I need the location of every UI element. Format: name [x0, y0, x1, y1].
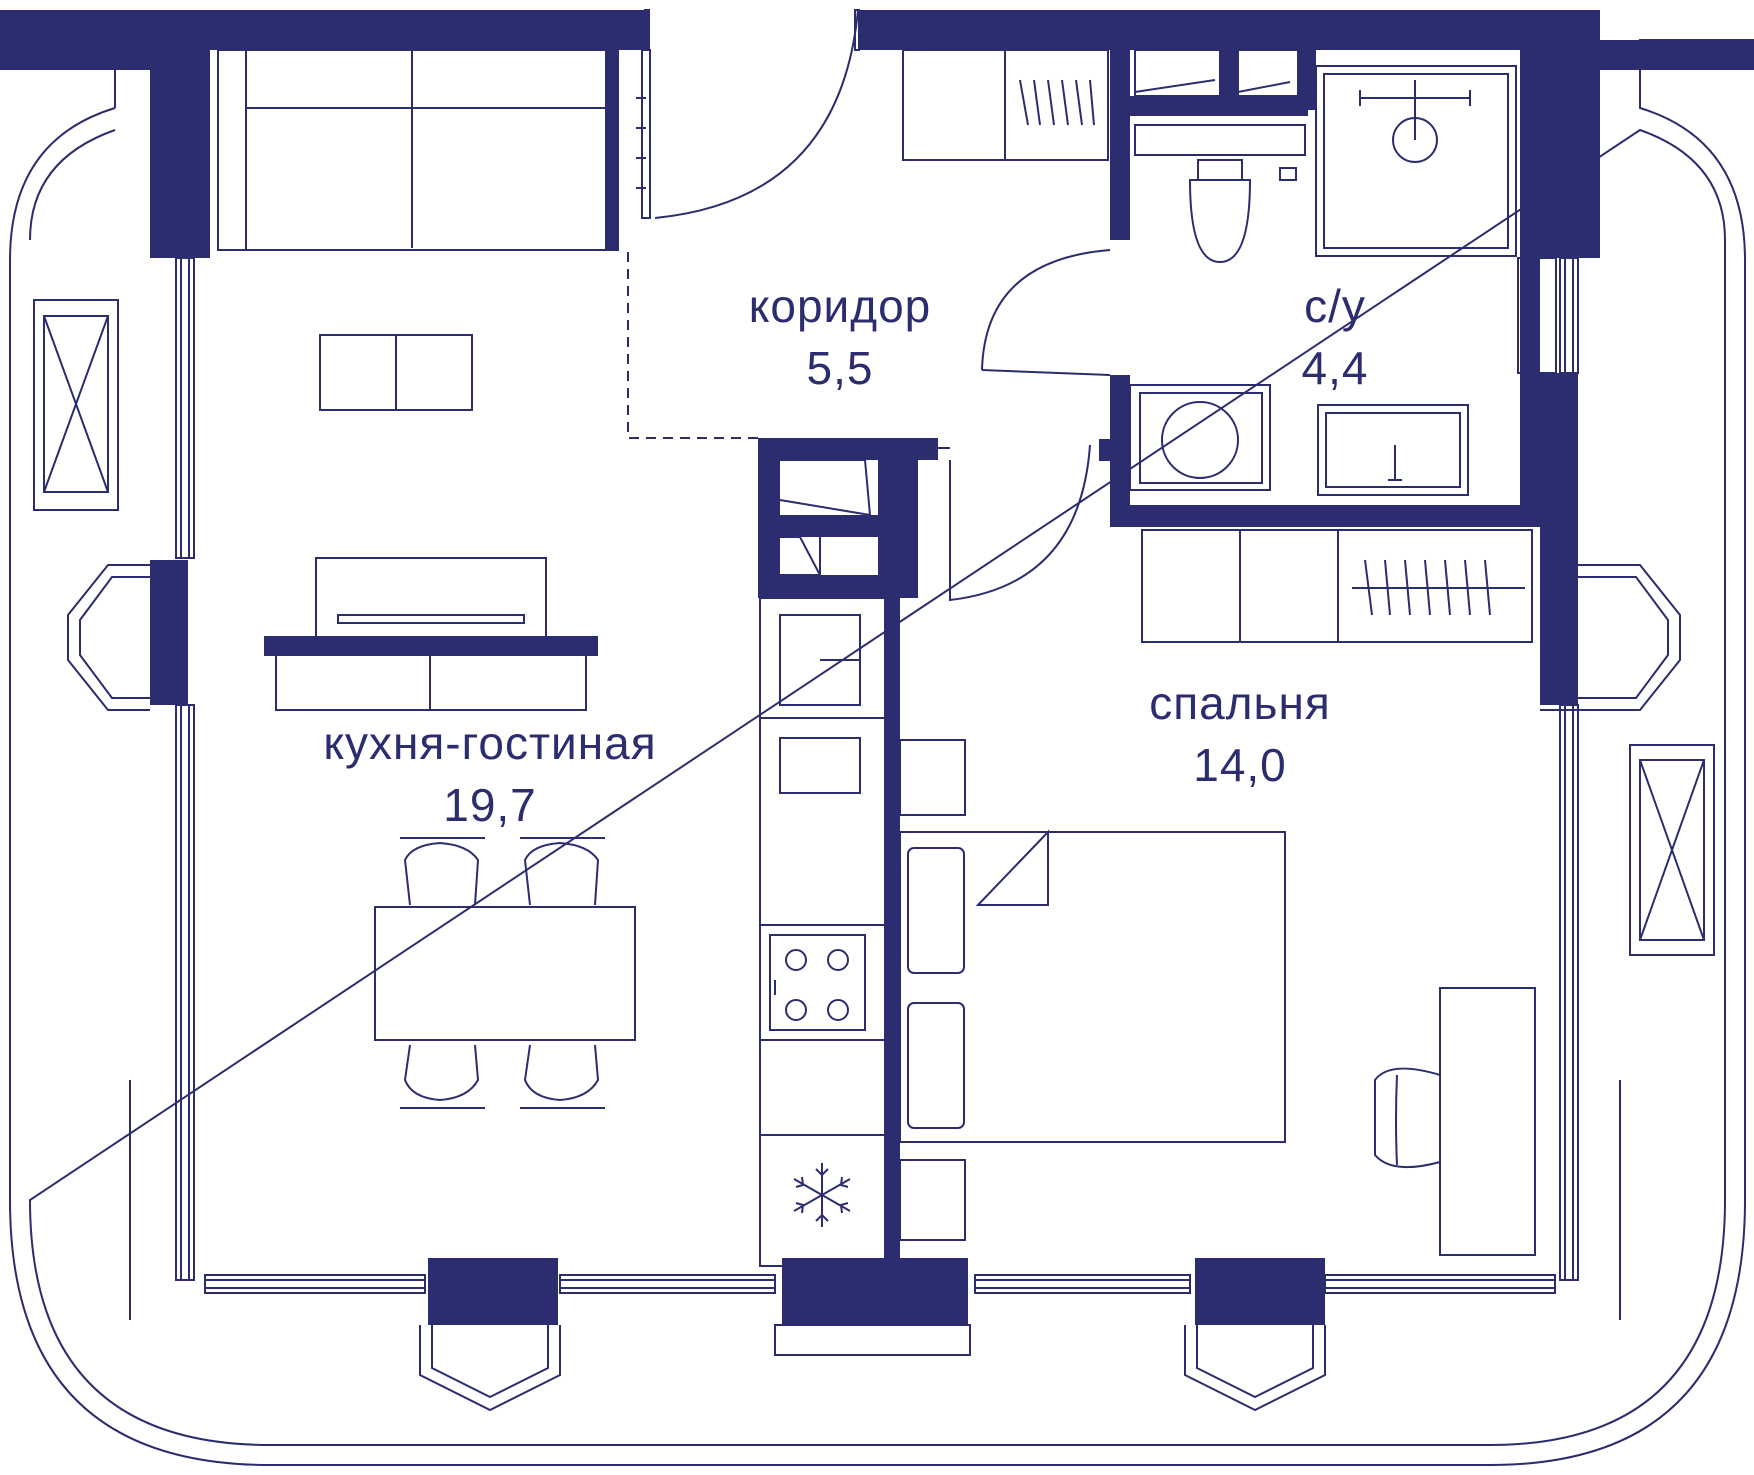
hall-wardrobe — [902, 49, 1109, 161]
bathroom-door — [981, 249, 1111, 376]
desk — [1374, 987, 1536, 1256]
bedroom-wardrobe — [1141, 529, 1533, 643]
room-area: 4,4 — [1301, 342, 1369, 394]
room-label-bedroom: спальня 14,0 — [1110, 672, 1370, 796]
dining-chairs — [400, 837, 605, 1109]
room-area: 5,5 — [806, 342, 874, 394]
bottom-bay-window-right — [1184, 1325, 1326, 1412]
shower-icon — [1315, 65, 1517, 257]
coffee-table — [319, 334, 473, 411]
stove-icon — [769, 934, 866, 1031]
snowflake-icon — [793, 1163, 851, 1227]
walls — [0, 10, 1754, 1325]
room-name: с/у — [1304, 280, 1366, 332]
room-name: кухня-гостиная — [323, 717, 657, 769]
bedroom-door — [918, 439, 1111, 602]
right-vent-box — [1629, 744, 1715, 956]
room-label-bathroom: с/у 4,4 — [1250, 275, 1420, 399]
tv-unit — [264, 557, 598, 711]
storage-closet — [779, 459, 872, 576]
left-vent-box — [33, 299, 119, 511]
entry-door — [636, 9, 860, 219]
bottom-bay-window-left — [419, 1325, 561, 1412]
room-name: спальня — [1149, 677, 1331, 729]
washing-machine-icon — [1129, 384, 1271, 491]
bed — [899, 739, 1286, 1241]
bath-sink — [1317, 404, 1469, 496]
room-label-corridor: коридор 5,5 — [700, 275, 980, 399]
dining-table — [374, 906, 636, 1041]
kitchen-run — [759, 597, 886, 1267]
sofa — [217, 49, 619, 251]
room-name: коридор — [748, 280, 932, 332]
room-label-kitchen-living: кухня-гостиная 19,7 — [270, 712, 710, 836]
right-bay-window — [1540, 564, 1681, 711]
room-area: 14,0 — [1193, 739, 1287, 791]
terrace-outline — [0, 39, 1754, 1466]
room-area: 19,7 — [443, 779, 537, 831]
left-bay-window — [67, 564, 150, 711]
toilet-icon — [1134, 124, 1306, 264]
